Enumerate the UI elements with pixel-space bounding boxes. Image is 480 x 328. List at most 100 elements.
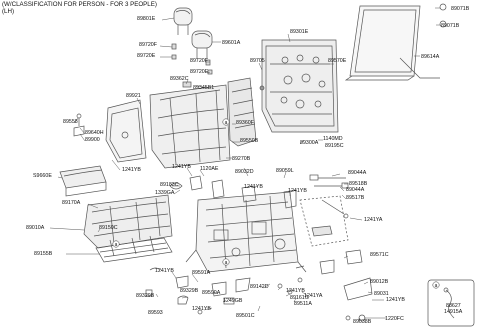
part-number-label: 1339GA <box>155 190 175 196</box>
callout-markers: a a a a <box>112 118 440 289</box>
part-number-label: 88627 <box>446 303 461 309</box>
part-number-label: 89570E <box>328 58 347 64</box>
part-number-label: 89601A <box>222 40 241 46</box>
part-number-label: 1241YB <box>192 306 211 312</box>
part-number-label: 1241YB <box>172 164 191 170</box>
part-number-label: 1249GB <box>223 298 243 304</box>
part-number-label: 1241YB <box>244 184 263 190</box>
part-number-label: 1241YB <box>155 268 174 274</box>
part-number-label: 1241YB <box>122 167 141 173</box>
part-number-label: S9660E <box>33 173 52 179</box>
part-number-label: 89329B <box>136 293 155 299</box>
part-number-label: 1241YA <box>364 217 383 223</box>
cover-plate-drawing <box>311 225 333 237</box>
headrest-left-drawing <box>173 7 193 35</box>
part-number-label: 89032D <box>235 169 254 175</box>
callout-letter: a <box>225 260 228 266</box>
cushion-frame-drawing <box>95 235 173 263</box>
part-number-label: 89345B1 <box>193 85 214 91</box>
part-number-label: 89300A <box>300 140 319 146</box>
part-number-label: 89590A <box>202 290 221 296</box>
part-number-label: 89801E <box>137 16 156 22</box>
part-number-label: 89501C <box>236 313 255 319</box>
part-number-label: 1241YA <box>304 293 323 299</box>
part-number-label: 89518B <box>349 181 368 187</box>
headrest-center-drawing <box>191 30 213 59</box>
part-number-label: 89511A <box>294 301 312 307</box>
part-number-label: 1241YB <box>386 297 405 303</box>
part-number-label: 89044A <box>346 187 365 193</box>
part-number-label: 89362C <box>170 76 189 82</box>
part-number-label: 1120AE <box>200 166 219 172</box>
part-number-label: 89161G <box>290 295 309 301</box>
part-number-label: 89921 <box>126 93 141 99</box>
seatback-frame-drawing <box>259 39 339 133</box>
part-number-label: 1140MD <box>323 136 343 142</box>
part-number-label: 89038B <box>353 319 372 325</box>
side-bolster-drawing <box>227 77 257 147</box>
leader-lines <box>49 7 440 322</box>
part-number-label: 89183C <box>160 182 179 188</box>
part-number-label: 89720E <box>137 53 156 59</box>
diagram-subtitle: (LH) <box>2 8 15 15</box>
callout-letter: a <box>225 120 228 126</box>
callout-marker-a-4: a <box>432 281 440 289</box>
part-number-label: 89900 <box>85 137 100 143</box>
part-number-label: 89071B <box>441 23 460 29</box>
part-number-label: 89550B <box>240 138 259 144</box>
part-number-label: 89142D <box>250 284 269 290</box>
release-cable-drawing <box>309 174 349 219</box>
callout-marker-a-3: a <box>112 240 120 248</box>
part-number-label: 89640H <box>85 130 104 136</box>
part-number-label: 89329B <box>180 288 199 294</box>
part-number-label: 14915A <box>444 309 463 315</box>
latch-bracket-drawing <box>73 113 85 137</box>
part-number-label: 89031 <box>374 291 389 297</box>
part-number-label: 89705 <box>250 58 265 64</box>
part-number-label: 89720F <box>190 58 209 64</box>
part-number-label: 89155B <box>34 251 53 257</box>
part-number-label: 89591A <box>192 270 211 276</box>
small-hardware-drawing <box>145 267 251 315</box>
part-number-label: 89571C <box>370 252 389 258</box>
callout-letter: a <box>115 242 118 248</box>
hinge-bracket-drawing <box>319 249 373 322</box>
part-number-label: 89170A <box>62 200 81 206</box>
recliner-brackets-drawing <box>169 175 297 209</box>
part-number-label: 89195C <box>325 143 344 149</box>
part-drawings <box>59 3 475 327</box>
part-number-label: 89150C <box>99 225 118 231</box>
callout-marker-a-2: a <box>222 258 230 266</box>
part-number-label: 1241YB <box>288 188 307 194</box>
back-board-drawing <box>344 3 447 81</box>
callout-letter: a <box>435 283 438 289</box>
part-number-label: 89593 <box>148 310 163 316</box>
part-number-label: 1220FC <box>385 316 404 322</box>
diagram-title: (W/CLASSIFICATION FOR PERSON - FOR 3 PEO… <box>2 1 157 8</box>
seat-outline-drawing <box>299 195 349 247</box>
part-number-label: 89720F <box>139 42 158 48</box>
part-number-label: 89270B <box>232 156 251 162</box>
part-number-labels: 89801E89720F89720E89601A89720F89720E8936… <box>26 6 470 325</box>
part-number-label: 89059L <box>276 168 294 174</box>
seat-frame-assembly-drawing <box>185 191 307 273</box>
part-number-label: 89071B <box>451 6 470 12</box>
part-number-label: 89044A <box>348 170 367 176</box>
side-panel-drawing <box>105 99 147 163</box>
callout-marker-a-1: a <box>222 118 230 126</box>
part-number-label: 89360F <box>236 120 255 126</box>
part-number-label: 89558 <box>63 119 78 125</box>
inset-detail-box <box>427 279 475 327</box>
part-number-label: 89720E <box>190 69 209 75</box>
part-number-label: 89012B <box>370 279 389 285</box>
seat-cushion-drawing <box>83 194 173 249</box>
part-number-label: 89517B <box>346 195 365 201</box>
part-number-label: 89301E <box>290 29 309 35</box>
part-number-label: 89614A <box>421 54 440 60</box>
seatback-cushion-drawing <box>149 84 231 169</box>
armrest-drawing <box>59 165 107 197</box>
part-number-label: 1241YB <box>286 288 305 294</box>
part-number-label: 89010A <box>26 225 45 231</box>
